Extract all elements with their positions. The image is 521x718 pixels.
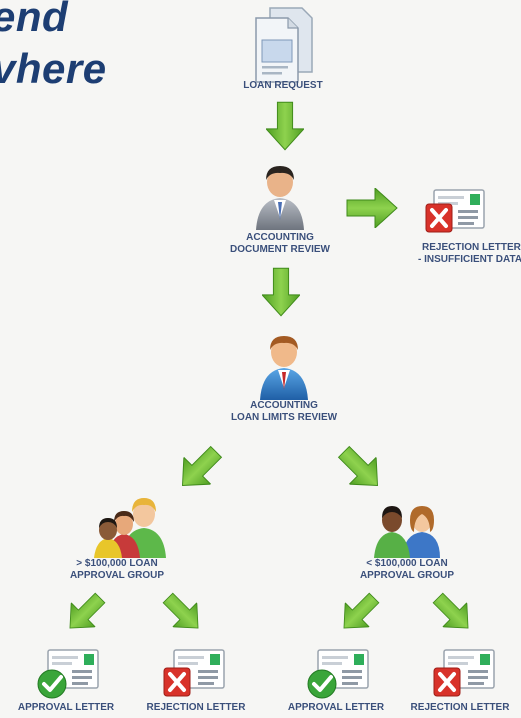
flow-arrow-to-approval-left xyxy=(57,585,113,641)
loan-request-label: LOAN REQUEST xyxy=(243,80,323,91)
limits-review-label-2: LOAN LIMITS REVIEW xyxy=(230,412,338,423)
document-stack-icon xyxy=(255,7,313,83)
doc-review-label-1: ACCOUNTING xyxy=(246,232,314,243)
flow-arrow-down-left xyxy=(168,437,231,500)
rejection-insufficient-node xyxy=(420,188,486,240)
rejection-letter-icon xyxy=(163,649,225,697)
approval-letter-left-node xyxy=(34,648,100,700)
group-over-label-2: APPROVAL GROUP xyxy=(69,570,165,581)
approval-letter-right-node xyxy=(304,648,370,700)
rejection-letter-left-node xyxy=(160,648,226,700)
approval-group-under-node xyxy=(372,504,442,558)
headline-line-1: end xyxy=(0,0,69,40)
approval-letter-right-label: APPROVAL LETTER xyxy=(287,702,385,713)
rejection-insufficient-label-2: - INSUFFICIENT DATA xyxy=(418,254,521,265)
rejection-letter-icon xyxy=(433,649,495,697)
flow-arrow-to-rejection-left xyxy=(155,585,211,641)
approval-letter-icon xyxy=(307,649,369,699)
flow-arrow-to-rejection-right xyxy=(425,585,481,641)
accountant-person-icon xyxy=(256,166,304,230)
flow-arrow-right xyxy=(346,188,398,228)
limits-review-label-1: ACCOUNTING xyxy=(250,400,318,411)
rejection-letter-icon xyxy=(425,189,485,233)
loan-request-node xyxy=(250,6,316,84)
group-over-label-1: > $100,000 LOAN xyxy=(76,558,158,569)
flow-arrow-down-right xyxy=(329,437,392,500)
group-people-icon xyxy=(94,498,166,558)
headline-line-2: vhere xyxy=(0,45,107,92)
accounting-document-review-node xyxy=(250,160,310,230)
approval-letter-left-label: APPROVAL LETTER xyxy=(17,702,115,713)
rejection-letter-right-node xyxy=(430,648,496,700)
rejection-letter-left-label: REJECTION LETTER xyxy=(146,702,246,713)
flow-arrow-to-approval-right xyxy=(331,585,387,641)
doc-review-label-2: DOCUMENT REVIEW xyxy=(230,244,330,255)
group-under-label-2: APPROVAL GROUP xyxy=(359,570,455,581)
group-under-label-1: < $100,000 LOAN xyxy=(366,558,448,569)
approval-letter-icon xyxy=(37,649,99,699)
flow-arrow-down-1 xyxy=(266,101,304,151)
accountant-person-icon xyxy=(260,336,308,400)
rejection-insufficient-label-1: REJECTION LETTER xyxy=(422,242,521,253)
loan-limits-review-node xyxy=(254,330,314,400)
rejection-letter-right-label: REJECTION LETTER xyxy=(410,702,510,713)
flow-arrow-down-2 xyxy=(262,267,300,317)
approval-group-over-node xyxy=(92,494,168,558)
group-people-icon xyxy=(374,506,440,558)
